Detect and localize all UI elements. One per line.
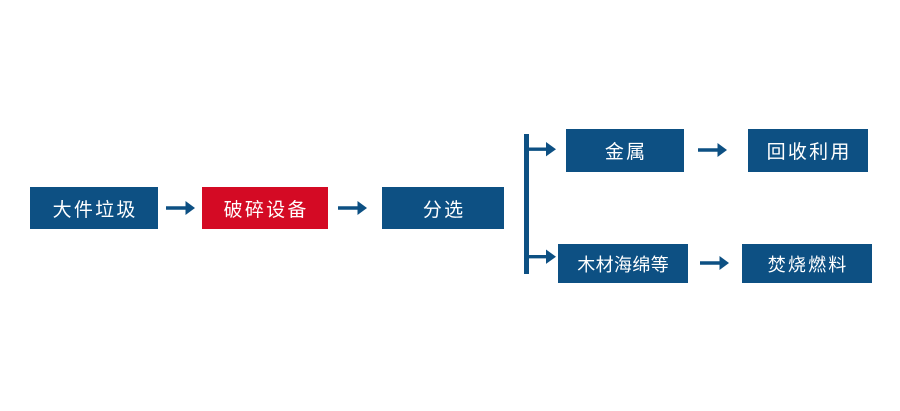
arrow-right-icon [698, 140, 728, 160]
arrow-right-icon [338, 198, 368, 218]
node-metal[interactable]: 金属 [566, 129, 684, 172]
split-bracket-icon [520, 130, 565, 278]
node-sorting[interactable]: 分选 [382, 187, 504, 229]
node-crusher[interactable]: 破碎设备 [202, 187, 328, 229]
node-recycle[interactable]: 回收利用 [748, 129, 868, 172]
node-fuel[interactable]: 焚烧燃料 [742, 244, 872, 283]
arrow-right-icon [166, 198, 196, 218]
arrow-right-icon [700, 253, 730, 273]
node-wood-sponge[interactable]: 木材海绵等 [558, 244, 688, 283]
node-bulky-waste[interactable]: 大件垃圾 [30, 187, 158, 229]
